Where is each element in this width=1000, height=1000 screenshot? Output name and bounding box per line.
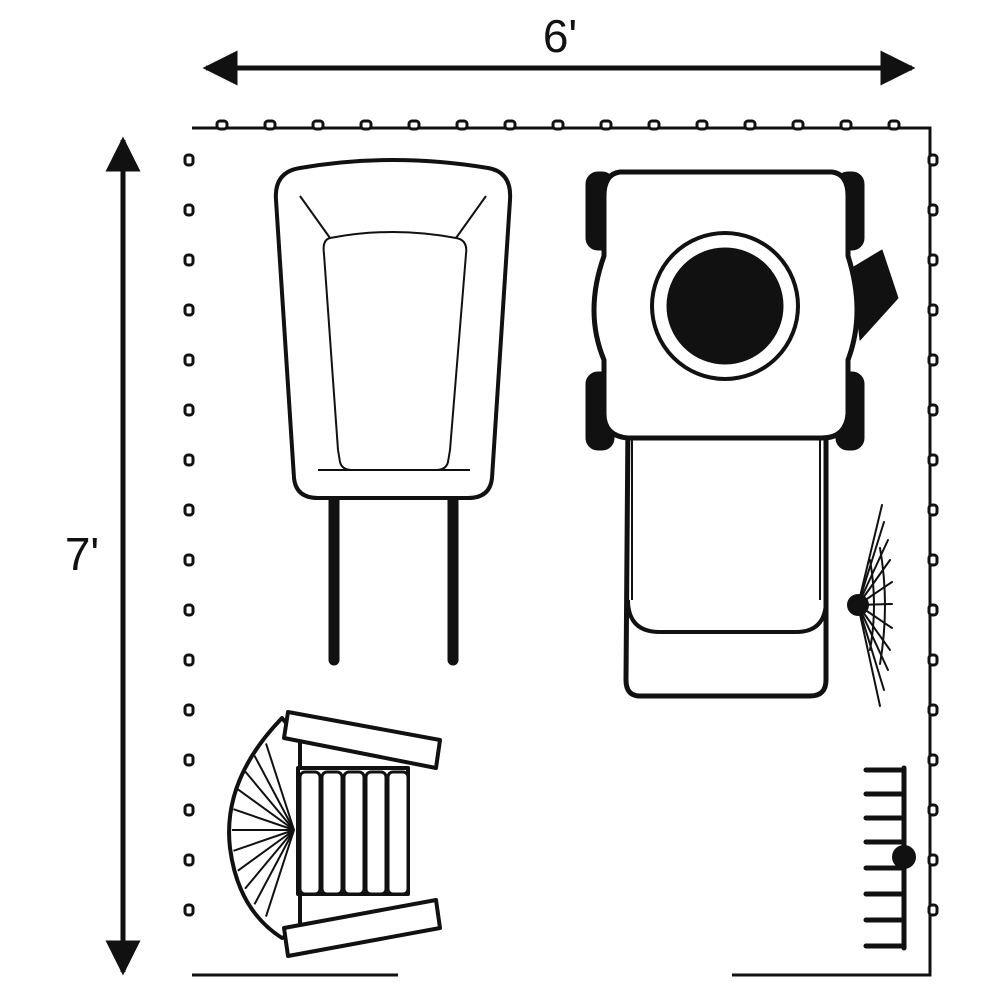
floor-tab xyxy=(887,119,901,131)
floor-tab xyxy=(311,119,325,131)
fan-slat xyxy=(265,829,295,917)
floor-tab xyxy=(183,753,195,767)
floor-tab xyxy=(263,119,277,131)
floor-tab xyxy=(839,119,853,131)
fan-slat xyxy=(244,770,295,831)
floor-tab xyxy=(183,153,195,167)
floor-tab xyxy=(927,903,939,917)
floor-tab xyxy=(927,803,939,817)
floor-tab xyxy=(215,119,229,131)
floor-tab xyxy=(183,703,195,717)
floor-tab xyxy=(503,119,517,131)
fan-slat xyxy=(233,829,295,852)
floor-tab xyxy=(927,203,939,217)
floor-tab xyxy=(927,703,939,717)
floor-tab xyxy=(183,253,195,267)
floor-tab xyxy=(927,353,939,367)
floor-tab xyxy=(927,403,939,417)
fan-slat xyxy=(237,788,295,831)
floor-tab xyxy=(647,119,661,131)
floor-tab xyxy=(183,203,195,217)
height-dimension: 7' xyxy=(65,136,141,976)
floor-tab xyxy=(927,753,939,767)
fan-slat xyxy=(244,829,295,890)
floor-tab xyxy=(927,553,939,567)
leaf-rake-icon xyxy=(847,504,893,707)
floor-tab xyxy=(927,253,939,267)
height-label: 7' xyxy=(65,528,99,580)
floor-tab xyxy=(927,603,939,617)
floor-tab xyxy=(183,903,195,917)
floor-tab xyxy=(183,453,195,467)
floor-tab xyxy=(455,119,469,131)
floor-tab xyxy=(183,353,195,367)
floor-tab xyxy=(183,553,195,567)
floor-tab xyxy=(183,503,195,517)
floor-tab xyxy=(183,653,195,667)
floor-tab xyxy=(695,119,709,131)
lawn-mower-icon xyxy=(585,169,899,699)
lounge-chair-icon xyxy=(273,158,513,666)
floor-tab xyxy=(183,853,195,867)
fan-slat xyxy=(265,743,295,831)
floor-tab xyxy=(927,153,939,167)
floor-tab xyxy=(183,603,195,617)
width-label: 6' xyxy=(543,10,577,62)
floor-tab xyxy=(743,119,757,131)
fan-slat xyxy=(253,829,295,905)
floor-outline xyxy=(183,119,939,977)
fan-slat xyxy=(253,755,295,831)
fan-slat xyxy=(237,829,295,872)
floor-tab xyxy=(551,119,565,131)
adirondack-chair-icon xyxy=(227,710,442,958)
floor-tab xyxy=(599,119,613,131)
floor-tab xyxy=(927,303,939,317)
fan-slat xyxy=(233,808,295,831)
floor-tab xyxy=(183,303,195,317)
width-dimension: 6' xyxy=(202,10,916,86)
floor-tab xyxy=(359,119,373,131)
floor-tab xyxy=(927,853,939,867)
floor-tab xyxy=(927,453,939,467)
floor-tab xyxy=(927,503,939,517)
floor-tab xyxy=(183,803,195,817)
floor-tab xyxy=(791,119,805,131)
floor-tab xyxy=(407,119,421,131)
floor-tab xyxy=(183,403,195,417)
garden-rake-icon xyxy=(863,765,916,951)
floor-tab xyxy=(927,653,939,667)
